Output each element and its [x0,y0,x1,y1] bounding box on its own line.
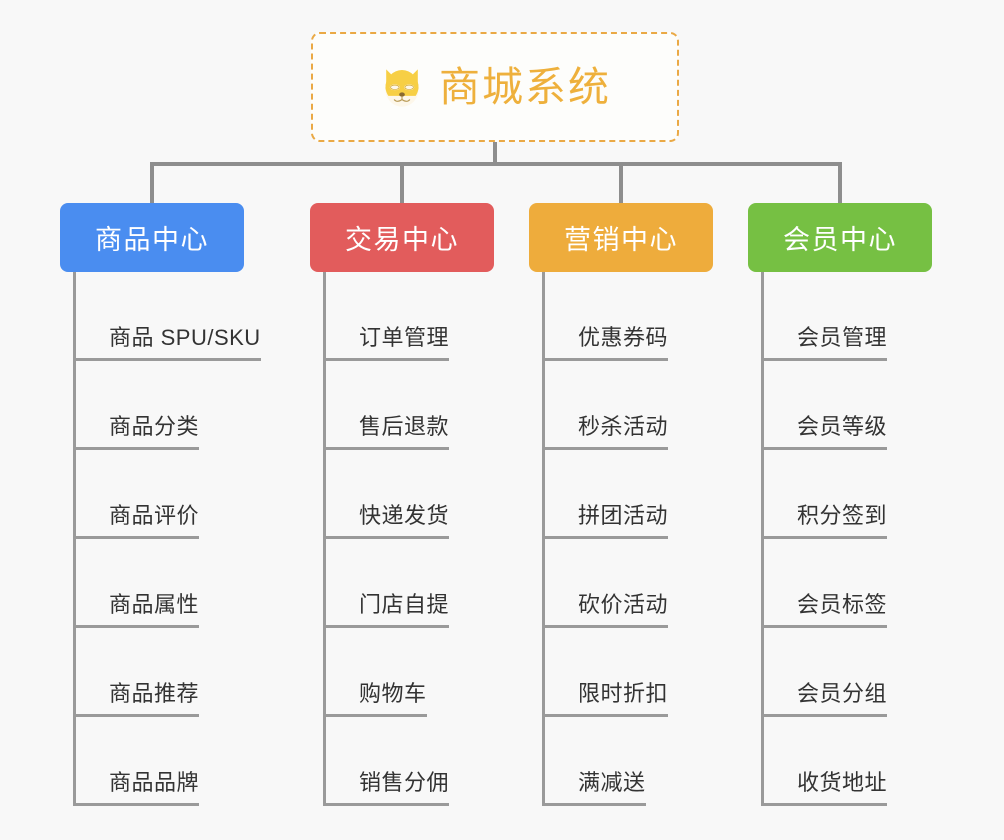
sub-item-label: 会员管理 [764,327,888,361]
connector-drop-member-center [838,162,842,205]
list-item[interactable]: 商品评价 [76,450,244,539]
sub-item-label: 积分签到 [764,505,888,539]
branch-marketing-center: 营销中心 优惠券码 秒杀活动 拼团活动 砍价活动 限时折扣 满减送 [529,203,713,806]
sub-item-label: 满减送 [545,772,646,806]
list-item[interactable]: 购物车 [326,628,494,717]
list-item[interactable]: 限时折扣 [545,628,713,717]
list-item[interactable]: 会员标签 [764,539,932,628]
list-item[interactable]: 商品 SPU/SKU [76,272,261,361]
list-item[interactable]: 商品推荐 [76,628,244,717]
dog-face-icon [385,69,419,107]
sub-item-label: 商品推荐 [76,683,200,717]
sub-item-label: 购物车 [326,683,427,717]
connector-root-stem [493,142,497,164]
list-item[interactable]: 拼团活动 [545,450,713,539]
list-item[interactable]: 售后退款 [326,361,494,450]
root-node-shop-system[interactable]: 商城系统 [311,32,679,142]
list-item[interactable]: 会员管理 [764,272,932,361]
sub-item-label: 会员标签 [764,594,888,628]
list-item[interactable]: 满减送 [545,717,713,806]
sub-item-label: 快递发货 [326,505,450,539]
sub-item-label: 售后退款 [326,416,450,450]
list-item[interactable]: 商品分类 [76,361,244,450]
category-box-member-center[interactable]: 会员中心 [748,203,932,272]
root-node-title: 商城系统 [439,63,611,110]
sub-item-label: 销售分佣 [326,772,450,806]
list-item[interactable]: 优惠券码 [545,272,713,361]
list-item[interactable]: 销售分佣 [326,717,494,806]
branch-trade-center: 交易中心 订单管理 售后退款 快递发货 门店自提 购物车 销售分佣 [310,203,494,806]
category-title-member-center: 会员中心 [783,225,897,255]
sub-item-label: 收货地址 [764,772,888,806]
sub-item-label: 商品属性 [76,594,200,628]
list-item[interactable]: 商品品牌 [76,717,244,806]
sub-item-label: 商品分类 [76,416,200,450]
connector-drop-trade-center [400,162,404,205]
branch-member-center: 会员中心 会员管理 会员等级 积分签到 会员标签 会员分组 收货地址 [748,203,932,806]
sub-item-label: 订单管理 [326,327,450,361]
connector-drop-product-center [150,162,154,205]
branch-product-center: 商品中心 商品 SPU/SKU 商品分类 商品评价 商品属性 商品推荐 商品品牌 [60,203,261,806]
sub-item-label: 限时折扣 [545,683,669,717]
sub-list-marketing-center: 优惠券码 秒杀活动 拼团活动 砍价活动 限时折扣 满减送 [542,272,713,806]
category-title-marketing-center: 营销中心 [564,225,678,255]
sub-item-label: 秒杀活动 [545,416,669,450]
list-item[interactable]: 收货地址 [764,717,932,806]
sub-item-label: 商品 SPU/SKU [76,327,261,361]
list-item[interactable]: 快递发货 [326,450,494,539]
category-box-marketing-center[interactable]: 营销中心 [529,203,713,272]
sub-item-label: 拼团活动 [545,505,669,539]
list-item[interactable]: 商品属性 [76,539,244,628]
sub-item-label: 商品评价 [76,505,200,539]
sub-list-member-center: 会员管理 会员等级 积分签到 会员标签 会员分组 收货地址 [761,272,932,806]
sub-item-label: 商品品牌 [76,772,200,806]
list-item[interactable]: 会员等级 [764,361,932,450]
sub-item-label: 会员等级 [764,416,888,450]
list-item[interactable]: 积分签到 [764,450,932,539]
list-item[interactable]: 门店自提 [326,539,494,628]
connector-drop-marketing-center [619,162,623,205]
category-box-trade-center[interactable]: 交易中心 [310,203,494,272]
sub-item-label: 优惠券码 [545,327,669,361]
sub-item-label: 会员分组 [764,683,888,717]
connector-horizontal-bus [150,162,842,166]
sub-list-trade-center: 订单管理 售后退款 快递发货 门店自提 购物车 销售分佣 [323,272,494,806]
list-item[interactable]: 砍价活动 [545,539,713,628]
sub-item-label: 门店自提 [326,594,450,628]
list-item[interactable]: 秒杀活动 [545,361,713,450]
category-box-product-center[interactable]: 商品中心 [60,203,244,272]
category-title-trade-center: 交易中心 [345,225,459,255]
category-title-product-center: 商品中心 [95,225,209,255]
sub-list-product-center: 商品 SPU/SKU 商品分类 商品评价 商品属性 商品推荐 商品品牌 [73,272,261,806]
sub-item-label: 砍价活动 [545,594,669,628]
list-item[interactable]: 会员分组 [764,628,932,717]
list-item[interactable]: 订单管理 [326,272,494,361]
